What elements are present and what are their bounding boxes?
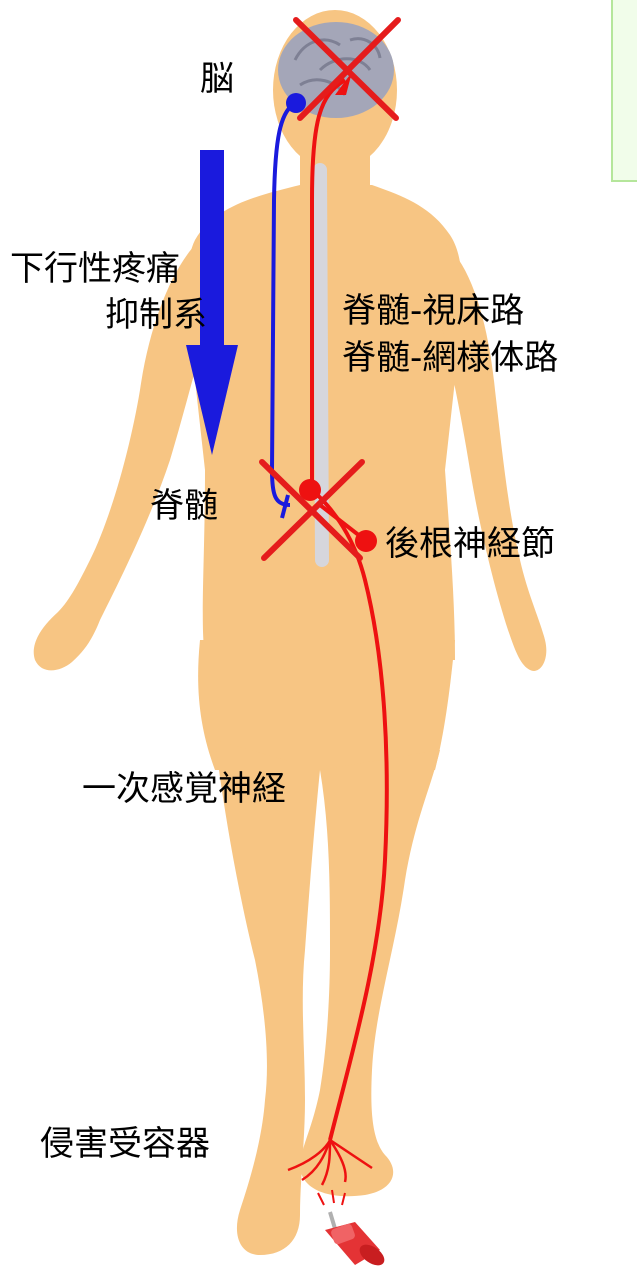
label-primary-sensory-neuron: 一次感覚神経	[82, 770, 286, 809]
body-silhouette	[34, 10, 547, 1255]
label-spinoreticular-tract: 脊髄-網様体路	[342, 339, 558, 378]
label-spinal-cord: 脊髄	[150, 487, 218, 526]
label-dorsal-root-ganglion: 後根神経節	[385, 525, 555, 564]
pushpin-icon	[325, 1212, 388, 1270]
label-descending-inhibition-1: 下行性疼痛	[10, 250, 180, 289]
label-descending-inhibition-2: 抑制系	[105, 296, 207, 335]
descending-origin-dot	[286, 93, 306, 113]
label-spinothalamic-tract: 脊髄-視床路	[342, 292, 524, 331]
label-nociceptor: 侵害受容器	[40, 1125, 210, 1164]
drg-dot	[355, 530, 377, 552]
label-brain: 脳	[200, 60, 234, 99]
